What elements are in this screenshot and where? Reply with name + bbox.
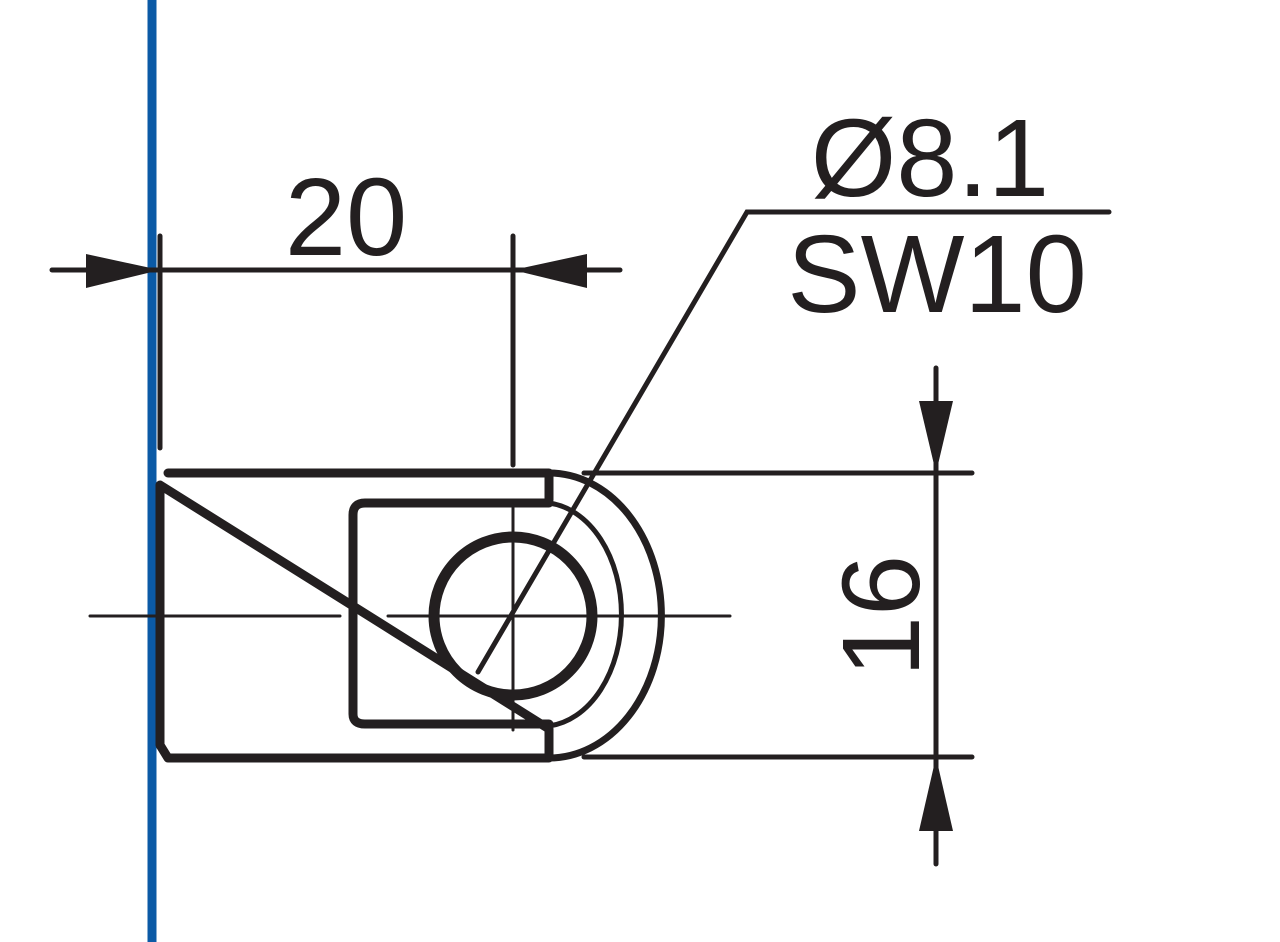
width-dimension-label: 16	[820, 555, 943, 677]
hole-leader-line	[475, 209, 1112, 675]
length-dimension-label: 20	[285, 156, 407, 279]
slot-outline	[348, 498, 554, 729]
hole-diameter-label: Ø8.1	[811, 97, 1049, 220]
center-lines	[88, 503, 732, 732]
arrow-right-icon	[86, 254, 160, 288]
arrow-up-icon	[919, 757, 953, 831]
wrench-size-label: SW10	[787, 213, 1087, 336]
arrowheads	[86, 254, 953, 831]
arrow-left-icon	[513, 254, 587, 288]
arrow-down-icon	[919, 401, 953, 473]
